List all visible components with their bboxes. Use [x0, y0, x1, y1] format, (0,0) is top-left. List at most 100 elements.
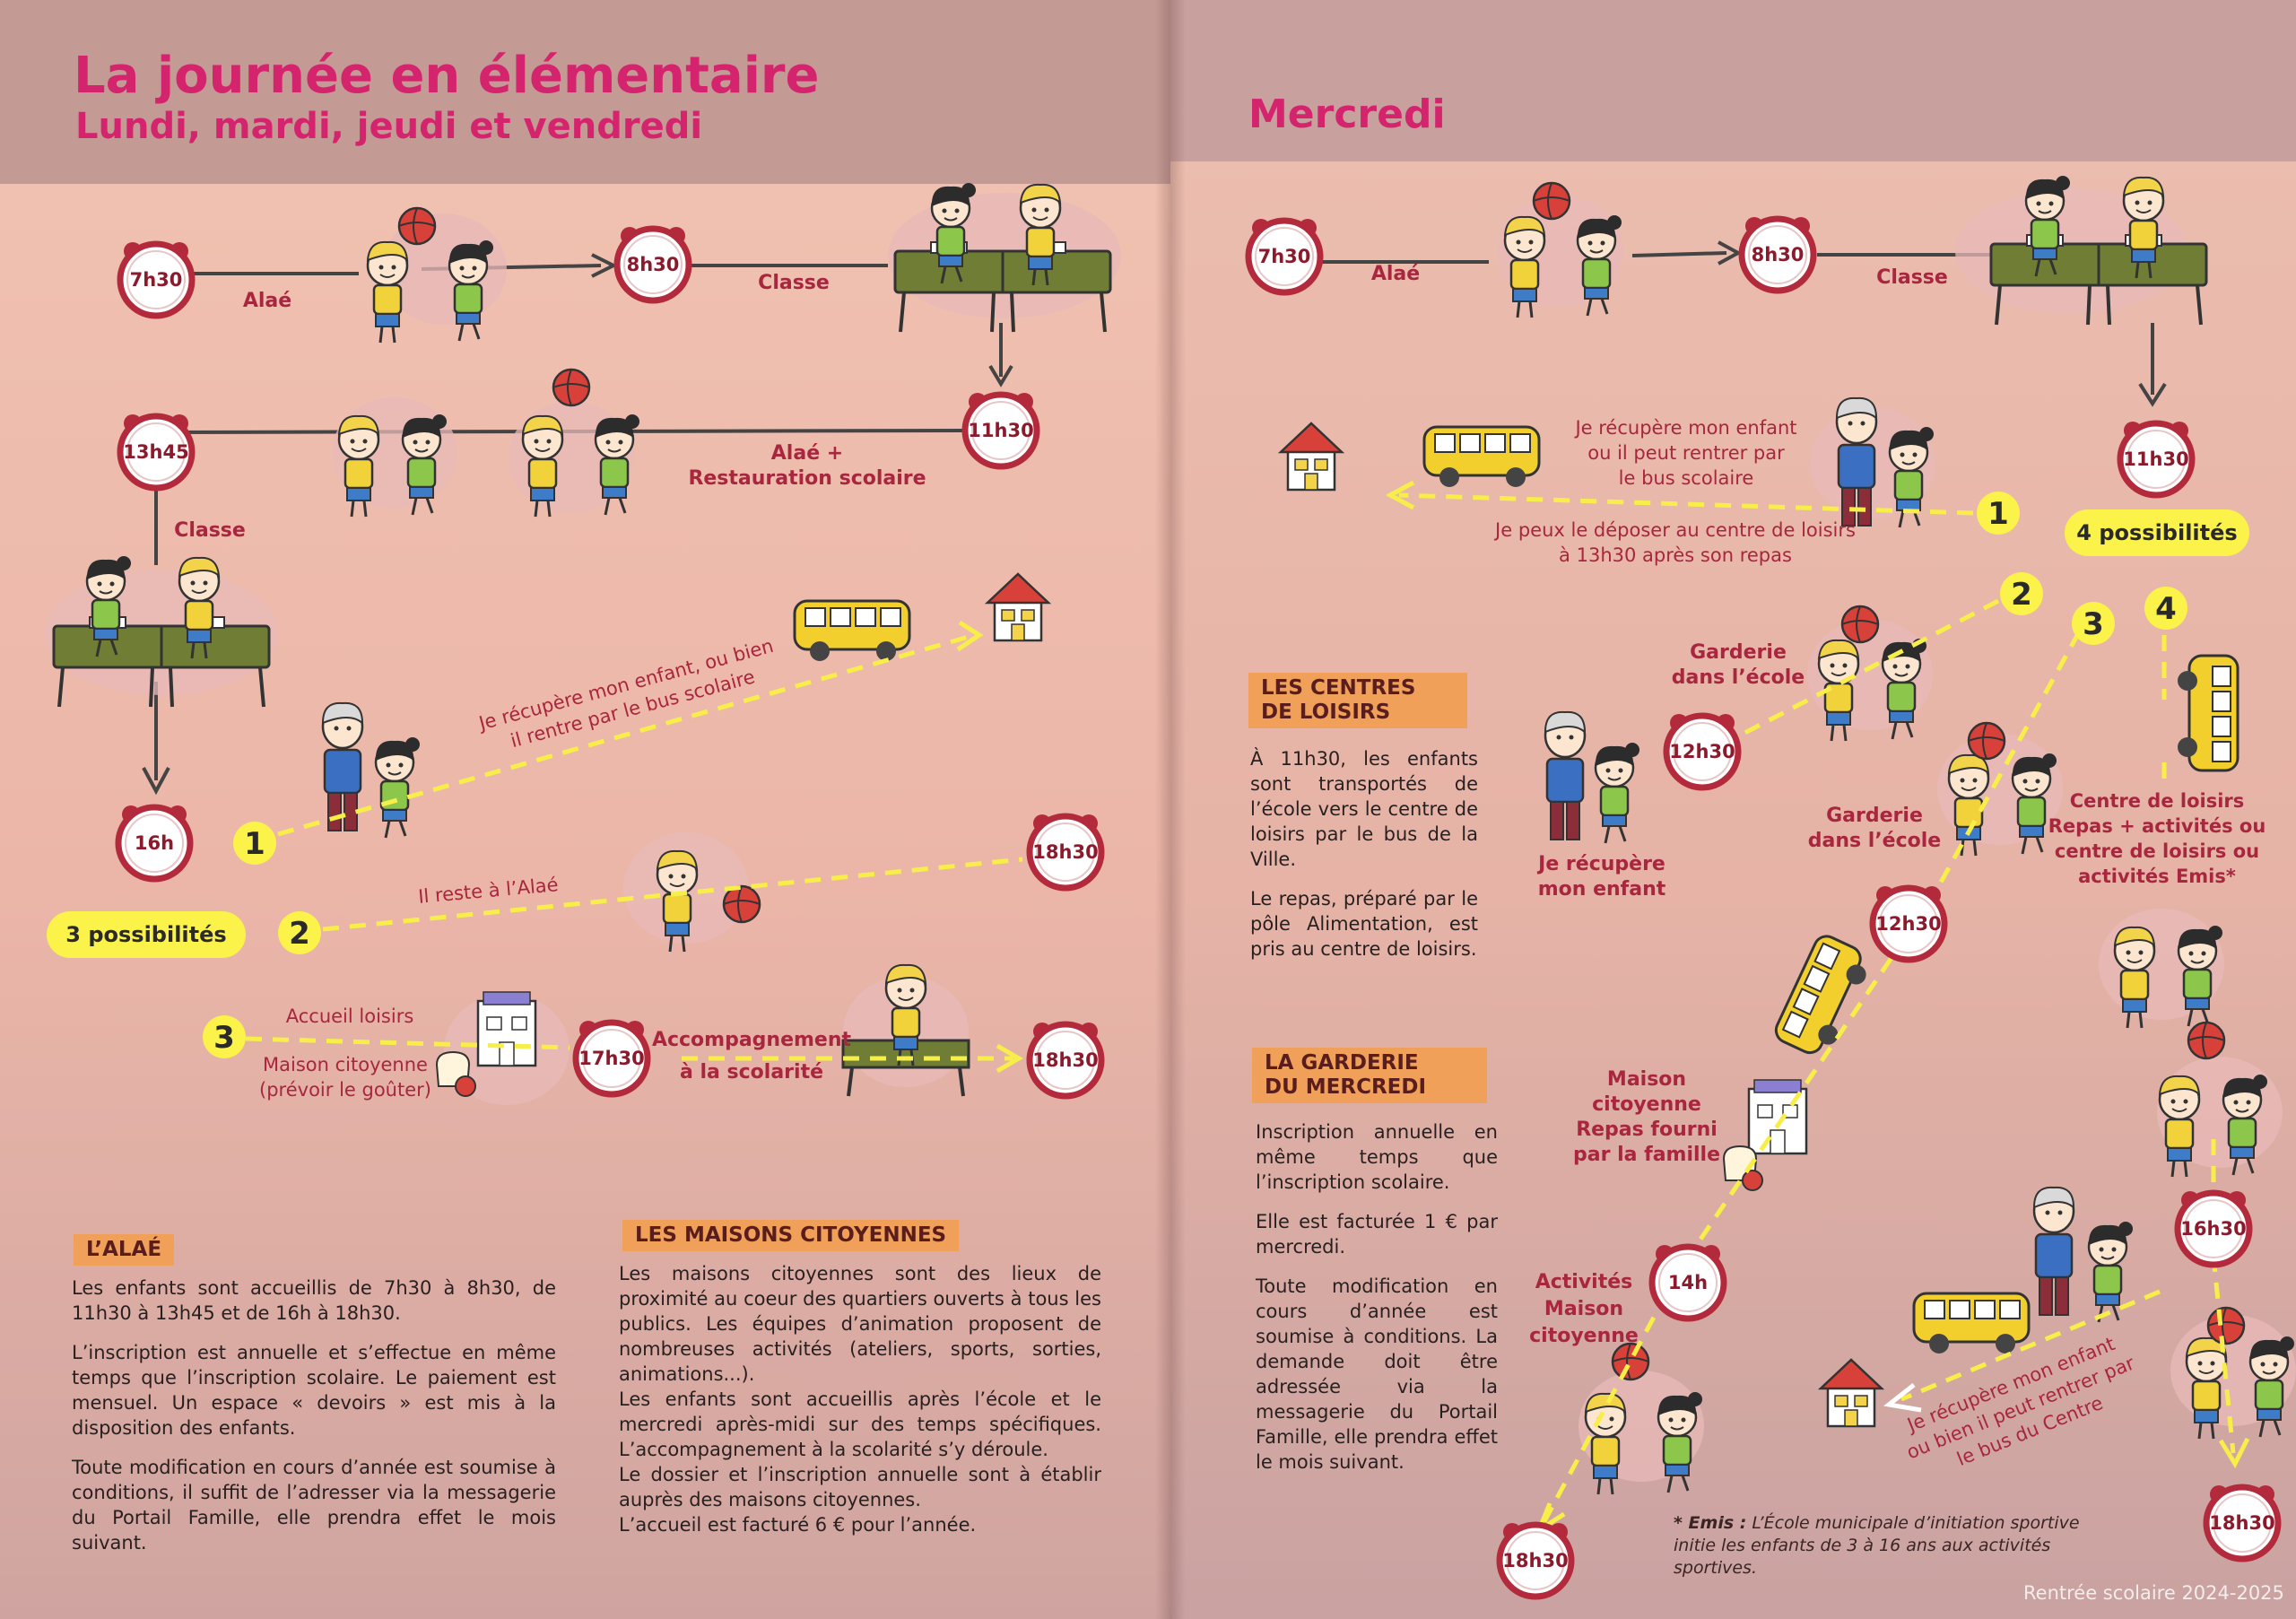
left-illustrations	[45, 181, 1121, 1105]
left-row1-lines	[142, 253, 1013, 796]
page-subtitle: Lundi, mardi, jeudi et vendredi	[75, 106, 703, 147]
label-r-maison-4: par la famille	[1573, 1144, 1720, 1166]
emis-note-text: L’École municipale d’initiation sportive…	[1674, 1513, 2080, 1578]
label-gouter: (prévoir le goûter)	[259, 1079, 431, 1101]
left-dashed-paths	[245, 620, 1023, 1074]
alae-heading: L’ALAÉ	[74, 1234, 175, 1266]
svg-text:8h30: 8h30	[627, 254, 680, 275]
option-1: 1	[244, 826, 265, 862]
left-clocks: 7h30 8h30 11h30 13h45 16h 18h30 18h30 17…	[118, 227, 1101, 1096]
right-title-band	[1170, 0, 2296, 161]
svg-text:11h30: 11h30	[2123, 448, 2188, 470]
clock-11h30: 11h30	[965, 393, 1037, 466]
possibilities-badge-right: 4 possibilités	[2076, 520, 2237, 545]
label-r-maison-3: Repas fourni	[1576, 1119, 1718, 1141]
svg-text:13h45: 13h45	[123, 441, 188, 463]
label-reste-alae: Il reste à l’Alaé	[417, 874, 559, 908]
maisons-paragraph-1: Les maisons citoyennes sont des lieux de…	[619, 1263, 1101, 1385]
garderie-paragraph-2: Elle est facturée 1 € par mercredi.	[1256, 1211, 1498, 1258]
clock-r-12h30-b: 12h30	[1873, 886, 1944, 960]
clock-r-8h30: 8h30	[1742, 217, 1813, 291]
label-accueil-loisirs: Accueil loisirs	[286, 1005, 414, 1027]
label-restauration: Restauration scolaire	[688, 467, 926, 490]
emis-note: * Emis : L’École municipale d’initiation…	[1674, 1512, 2104, 1580]
label-accompagnement: Accompagnement	[652, 1029, 852, 1051]
centres-heading: LES CENTRES DE LOISIRS	[1248, 673, 1467, 728]
svg-text:18h30: 18h30	[2209, 1512, 2274, 1534]
clock-18h30-a: 18h30	[1030, 814, 1101, 888]
label-r-recup-a1: Je récupère mon enfant	[1573, 417, 1796, 439]
label-r-depose-1: Je peux le déposer au centre de loisirs	[1493, 519, 1856, 541]
option-r-4: 4	[2155, 591, 2177, 627]
label-r-recup-b2: mon enfant	[1538, 878, 1666, 901]
garderie-paragraph-1: Inscription annuelle en même temps que l…	[1256, 1121, 1498, 1193]
right-options: 1 2 3 4 4 possibilités	[1977, 492, 2249, 645]
svg-text:18h30: 18h30	[1032, 1049, 1098, 1071]
wednesday-title: Mercredi	[1248, 91, 1446, 137]
clock-17h30: 17h30	[576, 1021, 648, 1094]
clock-r-11h30: 11h30	[2120, 422, 2192, 495]
option-2: 2	[289, 916, 310, 952]
label-r-recup-a3: le bus scolaire	[1619, 467, 1754, 489]
label-r-activites-1: Activités	[1535, 1271, 1633, 1293]
svg-text:8h30: 8h30	[1752, 244, 1805, 265]
garderie-text: Inscription annuelle en même temps que l…	[1256, 1119, 1498, 1489]
centres-heading-line2: DE LOISIRS	[1261, 701, 1391, 724]
clock-16h: 16h	[118, 805, 190, 879]
maisons-paragraph-2: Les enfants sont accueillis après l’écol…	[619, 1388, 1101, 1460]
label-r-garderie-2a: Garderie	[1826, 805, 1923, 827]
label-r-activites-2: Maison	[1544, 1298, 1623, 1320]
label-r-alae: Alaé	[1371, 263, 1420, 285]
label-r-garderie-1a: Garderie	[1690, 641, 1787, 664]
centres-paragraph-1: À 11h30, les enfants sont transportés de…	[1250, 748, 1478, 870]
left-labels: Alaé Classe Alaé + Restauration scolaire…	[174, 272, 926, 1101]
page-title: La journée en élémentaire	[74, 47, 820, 105]
svg-text:11h30: 11h30	[968, 420, 1033, 441]
label-r-depose-2: à 13h30 après son repas	[1559, 544, 1792, 566]
label-r-activites-3: citoyenne	[1529, 1325, 1639, 1347]
svg-text:16h30: 16h30	[2180, 1218, 2246, 1240]
left-options: 1 2 3 3 possibilités	[47, 822, 321, 1058]
alae-text: Les enfants sont accueillis de 7h30 à 8h…	[72, 1275, 556, 1570]
emis-note-label: * Emis :	[1674, 1513, 1747, 1533]
svg-text:7h30: 7h30	[130, 269, 183, 291]
svg-text:12h30: 12h30	[1669, 741, 1735, 762]
option-r-3: 3	[2083, 606, 2104, 642]
alae-paragraph-3: Toute modification en cours d’année est …	[72, 1457, 556, 1554]
clock-7h30: 7h30	[120, 242, 192, 316]
label-r-centre-4: activités Emis*	[2078, 866, 2236, 887]
clock-r-7h30: 7h30	[1248, 219, 1320, 292]
possibilities-badge: 3 possibilités	[65, 922, 226, 947]
clock-r-16h30: 16h30	[2178, 1191, 2249, 1265]
svg-text:14h: 14h	[1668, 1272, 1708, 1293]
option-r-1: 1	[1987, 496, 2009, 532]
clock-8h30: 8h30	[617, 227, 689, 300]
svg-text:7h30: 7h30	[1258, 246, 1311, 267]
maisons-heading: LES MAISONS CITOYENNES	[622, 1220, 960, 1251]
svg-text:18h30: 18h30	[1032, 841, 1098, 863]
maisons-paragraph-4: L’accueil est facturé 6 € pour l’année.	[619, 1514, 977, 1536]
right-clocks: 7h30 8h30 11h30 12h30 12h30 14h 18h30 16…	[1248, 217, 2278, 1597]
footer-season: Rentrée scolaire 2024-2025	[2023, 1582, 2284, 1604]
label-maison-citoyenne: Maison citoyenne	[263, 1054, 428, 1075]
clock-r-18h30-a: 18h30	[1500, 1523, 1571, 1597]
label-alae: Alaé	[243, 290, 291, 312]
clock-r-14h: 14h	[1652, 1245, 1724, 1319]
maisons-text: Les maisons citoyennes sont des lieux de…	[619, 1261, 1101, 1537]
alae-paragraph-1: Les enfants sont accueillis de 7h30 à 8h…	[72, 1277, 556, 1324]
alae-paragraph-2: L’inscription est annuelle et s’effectue…	[72, 1342, 556, 1439]
option-3: 3	[213, 1020, 235, 1056]
garderie-heading-line2: DU MERCREDI	[1265, 1075, 1427, 1099]
svg-text:17h30: 17h30	[578, 1048, 644, 1069]
page-fold	[1155, 0, 1186, 1619]
centres-paragraph-2: Le repas, préparé par le pôle Alimentati…	[1250, 888, 1478, 960]
option-r-2: 2	[2011, 577, 2032, 613]
label-r-centre-3: centre de loisirs ou	[2055, 840, 2259, 862]
left-title-band	[0, 0, 1170, 184]
label-r-maison-2: citoyenne	[1592, 1093, 1701, 1116]
centres-heading-line1: LES CENTRES	[1261, 676, 1416, 700]
svg-text:16h: 16h	[135, 832, 174, 854]
label-classe-2: Classe	[174, 519, 246, 542]
label-r-centre-2: Repas + activités ou	[2048, 815, 2266, 837]
